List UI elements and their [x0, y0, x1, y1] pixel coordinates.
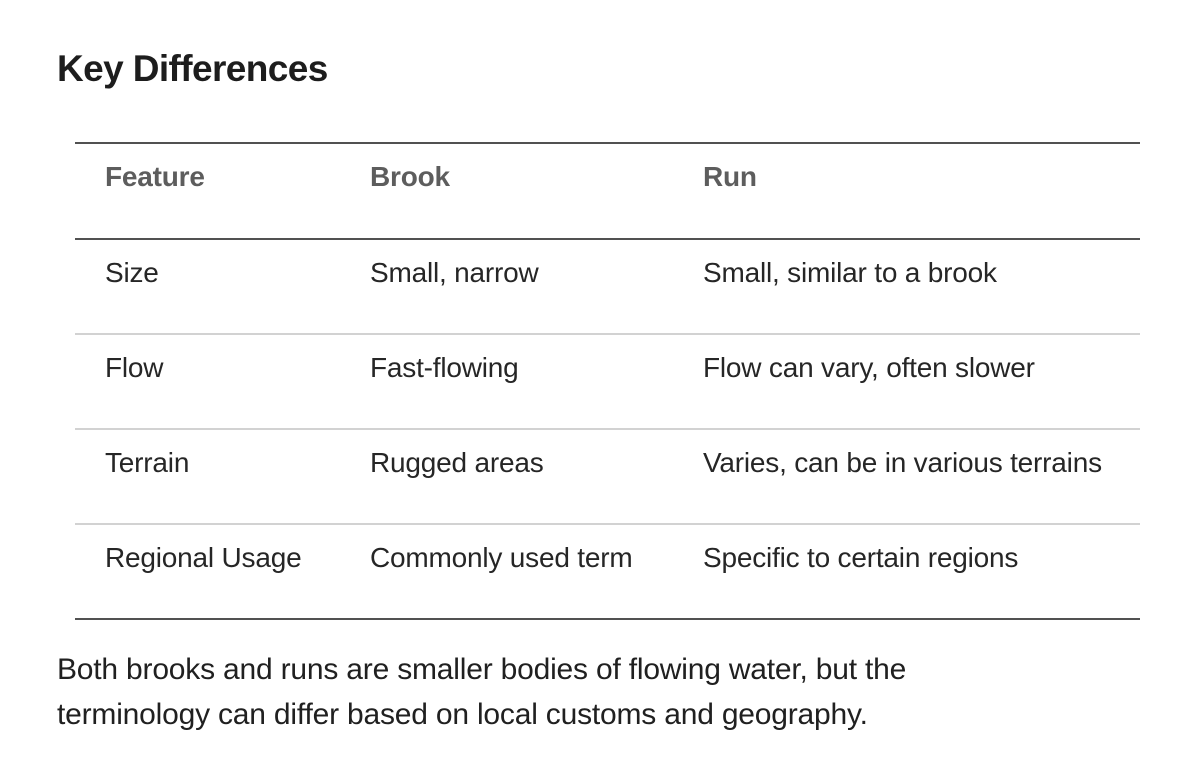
table-row: Terrain Rugged areas Varies, can be in v… — [75, 429, 1140, 525]
column-header-brook: Brook — [340, 143, 673, 240]
table-cell-feature: Size — [75, 239, 340, 335]
table-row: Regional Usage Commonly used term Specif… — [75, 524, 1140, 619]
table-cell-brook: Commonly used term — [370, 542, 633, 573]
table-cell-brook: Rugged areas — [340, 429, 673, 525]
table-cell-run: Specific to certain regions — [703, 542, 1019, 573]
column-header-run: Run — [673, 143, 1140, 240]
table-row: Flow Fast-flowing Flow can vary, often s… — [75, 334, 1140, 430]
table-cell-run: Small, similar to a brook — [673, 239, 1140, 335]
comparison-table: Feature Brook Run Size Small, narrow Sma… — [75, 142, 1140, 620]
table-header-row: Feature Brook Run — [75, 143, 1140, 240]
table-cell-run: Flow can vary, often slower — [673, 334, 1140, 430]
summary-line-2: terminology can differ based on local cu… — [57, 698, 868, 731]
page-title: Key Differences — [57, 48, 328, 89]
table-cell-brook: Fast-flowing — [340, 334, 673, 430]
table-cell-run: Varies, can be in various terrains — [673, 429, 1140, 525]
summary-paragraph: Both brooks and runs are smaller bodies … — [57, 647, 1140, 737]
table-row: Size Small, narrow Small, similar to a b… — [75, 239, 1140, 335]
table-cell-brook: Small, narrow — [340, 239, 673, 335]
table-cell-feature: Regional Usage — [105, 542, 302, 573]
summary-line-1: Both brooks and runs are smaller bodies … — [57, 653, 907, 686]
table-cell-feature: Flow — [75, 334, 340, 430]
column-header-feature: Feature — [75, 143, 340, 240]
table-cell-feature: Terrain — [75, 429, 340, 525]
document-page: Key Differences Feature Brook Run Size S… — [57, 48, 1140, 737]
